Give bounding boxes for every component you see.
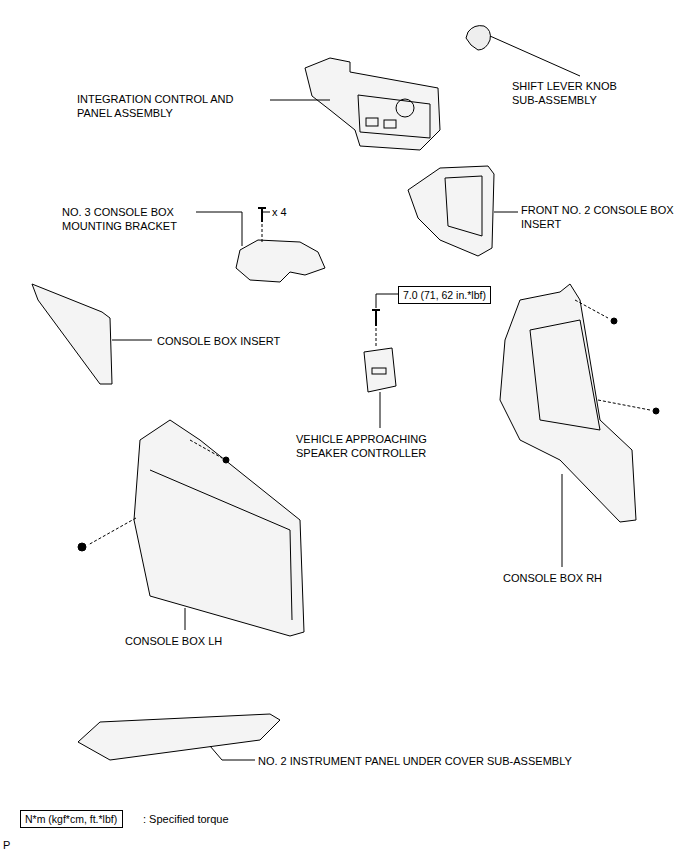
node-text: 7.0 (71, 62 in.*lbf) (403, 288, 486, 302)
page-code: P (3, 838, 10, 852)
console-insert (32, 284, 112, 384)
dashed-line (575, 300, 608, 318)
leader-line (210, 746, 222, 760)
leader-line (490, 36, 580, 76)
leader-line (262, 212, 270, 213)
part-label: NO. 3 CONSOLE BOX MOUNTING BRACKET (62, 205, 194, 233)
legend-sample-box: N*m (kgf*cm, ft.*lbf) (20, 810, 123, 828)
part-label: CONSOLE BOX RH (503, 571, 602, 585)
screw-symbol (611, 318, 617, 324)
screw-symbol (223, 457, 229, 463)
part-label: VEHICLE APPROACHING SPEAKER CONTROLLER (296, 432, 456, 460)
front-insert (408, 166, 494, 256)
integration-panel (305, 58, 440, 150)
shift-knob (466, 26, 490, 50)
console-rh-detail (530, 320, 600, 430)
screw-symbol (258, 208, 266, 222)
leader-line (112, 340, 152, 341)
torque-box: 7.0 (71, 62 in.*lbf) (398, 286, 491, 304)
dashed-line (598, 400, 650, 410)
part-label: NO. 2 INSTRUMENT PANEL UNDER COVER SUB-A… (258, 754, 572, 768)
console-lh (134, 420, 304, 636)
console-lh-detail (150, 470, 292, 620)
dashed-line (88, 518, 136, 545)
leader-line (270, 100, 330, 101)
under-cover (78, 714, 280, 760)
dashed-line (376, 328, 377, 348)
insert-pocket (445, 176, 482, 236)
part-label: INTEGRATION CONTROL AND PANEL ASSEMBLY (77, 92, 249, 120)
part-label: CONSOLE BOX LH (125, 634, 222, 648)
panel-button (366, 118, 378, 126)
clip-symbol (653, 408, 659, 414)
leader-line (494, 212, 518, 213)
panel-button (384, 120, 396, 128)
part-label: CONSOLE BOX INSERT (157, 334, 280, 348)
speaker-controller (364, 348, 396, 392)
leader-line (222, 760, 255, 761)
clip-symbol (78, 543, 86, 551)
leader-line (185, 608, 186, 630)
quantity-label: x 4 (272, 205, 287, 219)
controller-label (372, 368, 386, 374)
panel-face (358, 95, 430, 138)
leader-line (376, 294, 398, 308)
dashed-line (262, 224, 263, 244)
mounting-bracket (236, 240, 325, 282)
node-text: N*m (kgf*cm, ft.*lbf) (25, 812, 118, 826)
dashed-line (190, 440, 222, 458)
leader-line (196, 212, 242, 246)
leader-line (380, 392, 381, 428)
bolt-symbol (372, 310, 380, 326)
legend-text: : Specified torque (143, 812, 229, 826)
panel-knob (396, 99, 414, 117)
part-label: SHIFT LEVER KNOB SUB-ASSEMBLY (512, 79, 642, 107)
leader-line (562, 474, 563, 567)
part-label: FRONT NO. 2 CONSOLE BOX INSERT (521, 203, 679, 231)
